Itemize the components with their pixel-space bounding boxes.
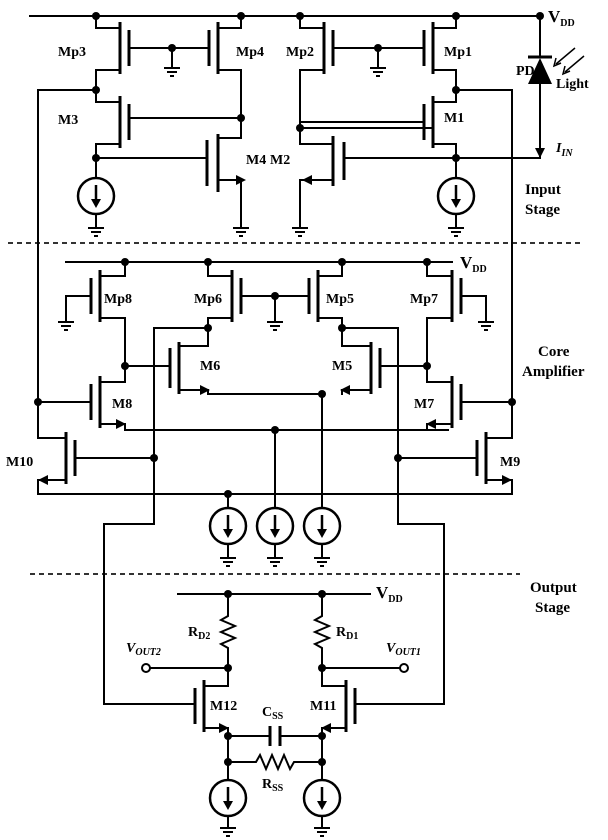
resistor-rd1 xyxy=(314,611,330,653)
section-output-line2: Stage xyxy=(535,600,570,616)
label-mp3: Mp3 xyxy=(58,45,86,60)
current-source-core-2 xyxy=(255,506,295,546)
label-m6: M6 xyxy=(200,359,220,374)
vdd-label-input: VDD xyxy=(548,7,575,29)
transistor-mp6 xyxy=(207,261,276,329)
section-output-line1: Output xyxy=(530,580,577,596)
label-m4: M4 xyxy=(246,153,266,168)
transistor-m3 xyxy=(95,89,245,159)
label-m11: M11 xyxy=(310,699,336,714)
label-rss: RSS xyxy=(262,777,284,794)
transistor-mp3 xyxy=(95,15,173,91)
label-mp2: Mp2 xyxy=(286,45,314,60)
transistor-m10 xyxy=(37,401,229,495)
section-input-line1: Input xyxy=(525,182,561,198)
current-source-core-1 xyxy=(208,506,248,546)
label-m3: M3 xyxy=(58,113,78,128)
transistor-mp4 xyxy=(163,15,242,119)
current-source-output-right xyxy=(302,778,342,818)
section-core-line2: Amplifier xyxy=(522,364,585,380)
transistor-m2 xyxy=(291,127,457,237)
input-stage xyxy=(29,12,585,403)
label-mp1: Mp1 xyxy=(444,45,472,60)
transistor-m6 xyxy=(121,327,323,395)
vdd-label-core: VDD xyxy=(460,253,487,275)
transistor-m9 xyxy=(227,401,513,495)
vdd-label-output: VDD xyxy=(376,583,403,605)
label-rd1: RD1 xyxy=(336,625,358,642)
vout1-terminal[interactable] xyxy=(399,663,409,673)
transistor-m4 xyxy=(95,117,250,237)
transistor-m5 xyxy=(318,327,431,509)
label-m5: M5 xyxy=(332,359,352,374)
capacitor-css xyxy=(227,726,323,746)
label-m9: M9 xyxy=(500,455,520,470)
transistor-m8 xyxy=(34,365,449,431)
transistor-mp8 xyxy=(57,261,126,367)
label-m7: M7 xyxy=(414,397,434,412)
label-vout2: VOUT2 xyxy=(126,641,161,658)
current-source-core-3 xyxy=(302,506,342,546)
photodiode xyxy=(455,15,585,159)
current-source-input-right xyxy=(436,176,476,216)
resistor-rd2 xyxy=(220,611,236,653)
current-source-output-left xyxy=(208,778,248,818)
transistor-mp1 xyxy=(369,15,457,91)
label-light: Light xyxy=(556,77,589,92)
transistor-m11 xyxy=(321,680,365,737)
resistor-rss xyxy=(228,752,322,772)
label-m2: M2 xyxy=(270,153,290,168)
transistor-mp2 xyxy=(299,15,379,129)
label-iin: IIN xyxy=(555,141,573,159)
section-input-line2: Stage xyxy=(525,202,560,218)
core-amplifier xyxy=(34,258,516,705)
output-stage xyxy=(141,590,409,837)
transistor-mp7 xyxy=(426,261,495,367)
label-mp6: Mp6 xyxy=(194,292,222,307)
label-m8: M8 xyxy=(112,397,132,412)
transistor-m7 xyxy=(426,365,516,431)
section-core-line1: Core xyxy=(538,344,570,360)
current-source-input-left xyxy=(76,176,116,216)
transistor-m1 xyxy=(299,89,457,159)
label-vout1: VOUT1 xyxy=(386,641,421,658)
label-m12: M12 xyxy=(210,699,237,714)
transistor-m12 xyxy=(185,680,229,737)
label-css: CSS xyxy=(262,705,284,722)
label-mp5: Mp5 xyxy=(326,292,354,307)
label-rd2: RD2 xyxy=(188,625,210,642)
label-m1: M1 xyxy=(444,111,464,126)
label-pd: PD xyxy=(516,64,535,79)
label-mp7: Mp7 xyxy=(410,292,438,307)
label-m10: M10 xyxy=(6,455,33,470)
vout2-terminal[interactable] xyxy=(141,663,151,673)
label-mp4: Mp4 xyxy=(236,45,264,60)
label-mp8: Mp8 xyxy=(104,292,132,307)
